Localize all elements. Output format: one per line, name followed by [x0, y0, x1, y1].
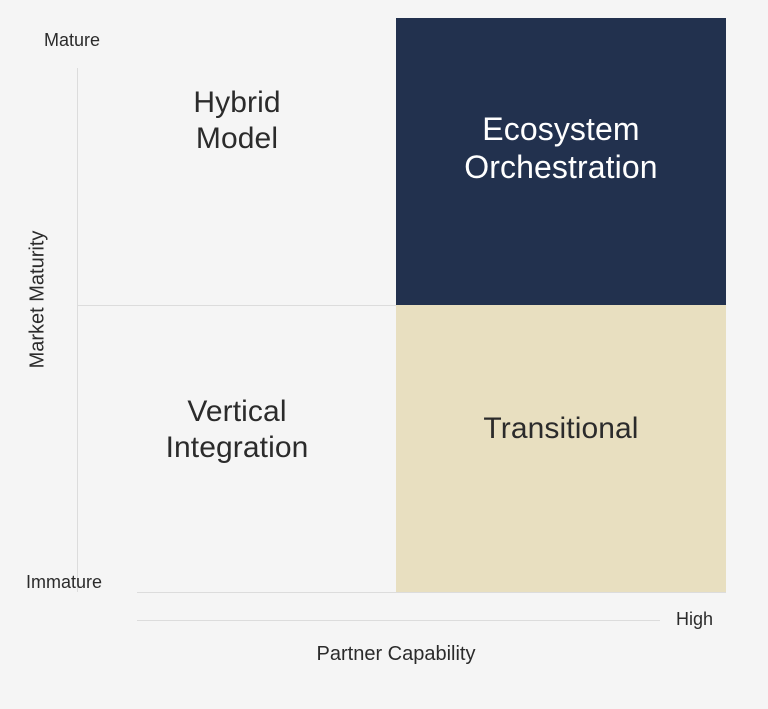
- quadrant-transitional[interactable]: Transitional: [396, 305, 726, 592]
- quadrant-vertical-integration-label-line1: Vertical: [187, 395, 287, 429]
- y-axis-tick-mature: Mature: [44, 30, 101, 50]
- quadrant-hybrid-model-label-line1: Hybrid: [193, 86, 281, 120]
- horizontal-midline-gridline: [78, 305, 396, 306]
- quadrant-vertical-integration[interactable]: Vertical Integration: [78, 305, 396, 592]
- x-axis-title: Partner Capability: [316, 643, 476, 665]
- quadrant-vertical-integration-label: Vertical Integration: [166, 394, 309, 502]
- y-axis-tick-immature: Immature: [26, 572, 103, 592]
- quadrant-hybrid-model[interactable]: Hybrid Model: [78, 18, 396, 305]
- x-axis-line: [137, 592, 726, 593]
- quadrant-ecosystem-orchestration-label: Ecosystem Orchestration: [464, 111, 657, 212]
- quadrant-transitional-label: Transitional: [483, 411, 638, 486]
- y-axis-title: Market Maturity: [26, 230, 49, 369]
- quadrant-vertical-integration-label-line2: Integration: [165, 430, 309, 464]
- quadrant-ecosystem-orchestration[interactable]: Ecosystem Orchestration: [396, 18, 726, 305]
- quadrant-ecosystem-orchestration-label-line2: Orchestration: [464, 148, 658, 185]
- y-axis-line: [77, 68, 78, 592]
- quadrant-hybrid-model-label-line2: Model: [195, 121, 279, 155]
- quadrant-hybrid-model-label: Hybrid Model: [193, 85, 280, 237]
- x-axis-tick-high: High: [676, 609, 714, 629]
- quadrant-transitional-label-line1: Transitional: [483, 411, 639, 445]
- quadrant-ecosystem-orchestration-label-line1: Ecosystem: [482, 111, 640, 148]
- x-axis-baseline: [137, 620, 660, 621]
